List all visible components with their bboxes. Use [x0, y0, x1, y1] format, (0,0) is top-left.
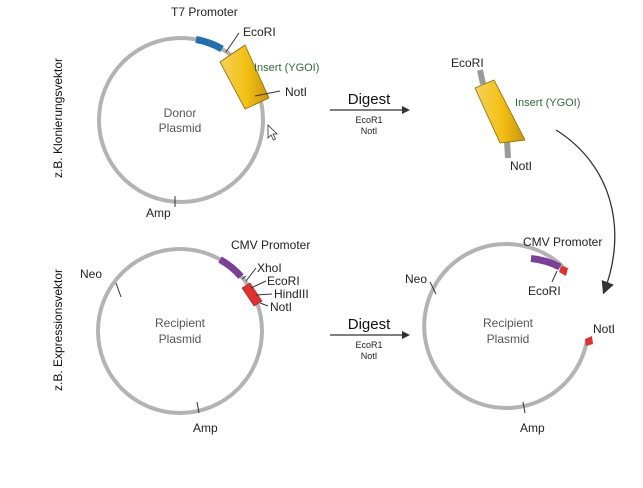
ecori-leader — [250, 280, 267, 289]
t7-promoter-segment — [195, 35, 224, 52]
mouse-cursor-icon — [267, 124, 278, 141]
donor-noti-tick — [254, 90, 281, 97]
digest-top-enzyme1: EcoR1 — [355, 115, 382, 125]
xhoi-tick — [241, 275, 247, 280]
recipient-title-line1: Recipient — [155, 316, 206, 330]
xhoi-label: XhoI — [257, 261, 282, 275]
ligation-arrow — [555, 129, 616, 295]
digested-backbone — [422, 242, 589, 410]
hindiii-label: HindIII — [274, 287, 309, 301]
recipient-backbone — [96, 247, 264, 415]
recipient-amp-tick — [196, 401, 200, 414]
recipient-neo-tick — [115, 282, 122, 298]
donor-noti-label: NotI — [285, 85, 307, 99]
digested-title-line1: Recipient — [483, 316, 534, 330]
digested-ecori-end — [559, 266, 568, 276]
digested-ecori-tick — [551, 270, 558, 283]
digested-cmv-segment — [530, 255, 562, 271]
excised-fragment: EcoRI Insert (YGOI) NotI — [451, 56, 580, 173]
donor-title-line2: Plasmid — [159, 121, 202, 135]
donor-ecori-label: EcoRI — [243, 25, 276, 39]
recipient-neo-label: Neo — [80, 267, 102, 281]
digested-recipient-plasmid: CMV Promoter EcoRI NotI Neo Amp Recipien… — [405, 235, 615, 435]
noti-leader — [259, 302, 269, 307]
recipient-ecori-label: EcoRI — [267, 274, 300, 288]
fragment-noti-end — [504, 139, 511, 159]
donor-ecori-tick — [225, 32, 240, 53]
digest-top-title: Digest — [348, 91, 391, 108]
hindiii-leader — [255, 293, 273, 296]
digested-cmv-label: CMV Promoter — [523, 235, 602, 249]
recipient-amp-label: Amp — [193, 421, 218, 435]
side-label-bottom-text: z.B. Expressionsvektor — [51, 269, 65, 391]
digested-amp-label: Amp — [520, 421, 545, 435]
recipient-noti-label: NotI — [270, 300, 292, 314]
digested-amp-tick — [522, 401, 526, 414]
digest-bottom-title: Digest — [348, 316, 391, 333]
digested-ecori-label: EcoRI — [528, 284, 561, 298]
side-label-bottom: z.B. Expressionsvektor — [51, 269, 65, 391]
digest-top-enzyme2: NotI — [361, 126, 378, 136]
digest-bottom-enzyme1: EcoR1 — [355, 340, 382, 350]
fragment-insert-label: Insert (YGOI) — [515, 97, 580, 109]
recipient-title-line2: Plasmid — [159, 332, 202, 346]
side-label-top: z.B. Klonierungsvektor — [51, 58, 65, 178]
digested-neo-tick — [429, 281, 437, 295]
t7-promoter-label: T7 Promoter — [171, 5, 238, 19]
recipient-plasmid: CMV Promoter XhoI EcoRI HindIII NotI Neo… — [80, 238, 310, 435]
recipient-cmv-label: CMV Promoter — [231, 238, 310, 252]
digest-bottom-enzyme2: NotI — [361, 351, 378, 361]
digest-step-top: Digest EcoR1 NotI — [330, 91, 410, 136]
donor-insert-block — [219, 44, 270, 110]
digest-step-bottom: Digest EcoR1 NotI — [330, 316, 410, 361]
recipient-mcs-block — [241, 282, 263, 307]
digested-title-line2: Plasmid — [487, 332, 530, 346]
digested-neo-label: Neo — [405, 272, 427, 286]
digest-top-arrow-head-icon — [402, 106, 410, 114]
fragment-insert-block — [474, 79, 526, 144]
xhoi-leader — [245, 267, 257, 282]
donor-backbone — [97, 36, 265, 204]
donor-plasmid: T7 Promoter EcoRI Insert (YGOI) NotI Amp… — [97, 5, 319, 220]
fragment-noti-label: NotI — [510, 159, 532, 173]
donor-title-line1: Donor — [164, 106, 197, 120]
donor-insert-label: Insert (YGOI) — [254, 62, 319, 74]
digested-noti-label: NotI — [593, 322, 615, 336]
donor-amp-label: Amp — [146, 206, 171, 220]
side-label-top-text: z.B. Klonierungsvektor — [51, 58, 65, 178]
cmv-promoter-segment — [218, 256, 244, 279]
fragment-ecori-label: EcoRI — [451, 56, 484, 70]
digest-bottom-arrow-head-icon — [402, 331, 410, 339]
fragment-ecori-end — [477, 69, 486, 85]
digested-noti-end — [585, 336, 593, 346]
